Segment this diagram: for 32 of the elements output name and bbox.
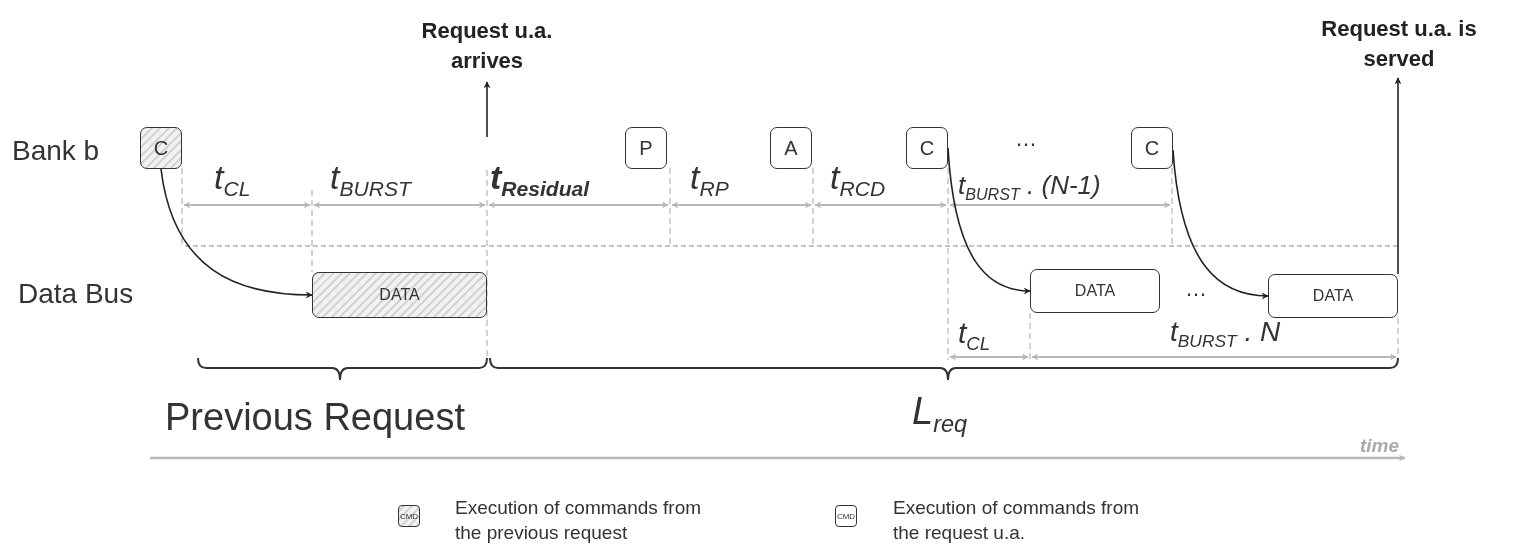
duration-label: t$_{RCD}$ [830, 160, 886, 200]
data-transfer-box: DATA [1030, 269, 1160, 313]
ellipsis: … [1185, 278, 1207, 300]
duration-label: t$_{CL}$ [214, 160, 251, 200]
ellipsis: … [1015, 128, 1037, 150]
duration-label: t$_{BURST}$ [330, 160, 411, 200]
command-box: C [1131, 127, 1173, 169]
arrow [160, 168, 313, 299]
axis-label: time [1360, 436, 1400, 455]
legend-swatch: CMD [835, 505, 857, 527]
arrow [483, 81, 491, 138]
duration-label: t$_{BURST}$ . (N-1) [958, 172, 1101, 202]
event-label: Request u.a. is served [1285, 10, 1513, 78]
legend-text: Execution of commands from the previous request [455, 496, 703, 545]
legend-swatch: CMD [398, 505, 420, 527]
data-transfer-box: DATA [1268, 274, 1398, 318]
command-box: P [625, 127, 667, 169]
command-box: C [140, 127, 182, 169]
event-label: Request u.a. arrives [387, 10, 587, 82]
data-transfer-box: DATA [312, 272, 487, 318]
command-box: A [770, 127, 812, 169]
legend-text: Execution of commands from the request u.a. [893, 496, 1141, 545]
duration-label: t$_{BURST}$ . N [1170, 318, 1281, 351]
duration-label: t$_{RP}$ [690, 160, 729, 200]
span-label: Previous Request [165, 398, 465, 436]
arrow [1394, 77, 1402, 275]
duration-label: t$_{Residual}$ [490, 160, 590, 200]
row-label: Bank b [12, 137, 100, 165]
row-label: Data Bus [18, 280, 134, 308]
span-label: L$_{req}$ [912, 392, 968, 437]
command-box: C [906, 127, 948, 169]
duration-label: t$_{CL}$ [958, 318, 991, 354]
